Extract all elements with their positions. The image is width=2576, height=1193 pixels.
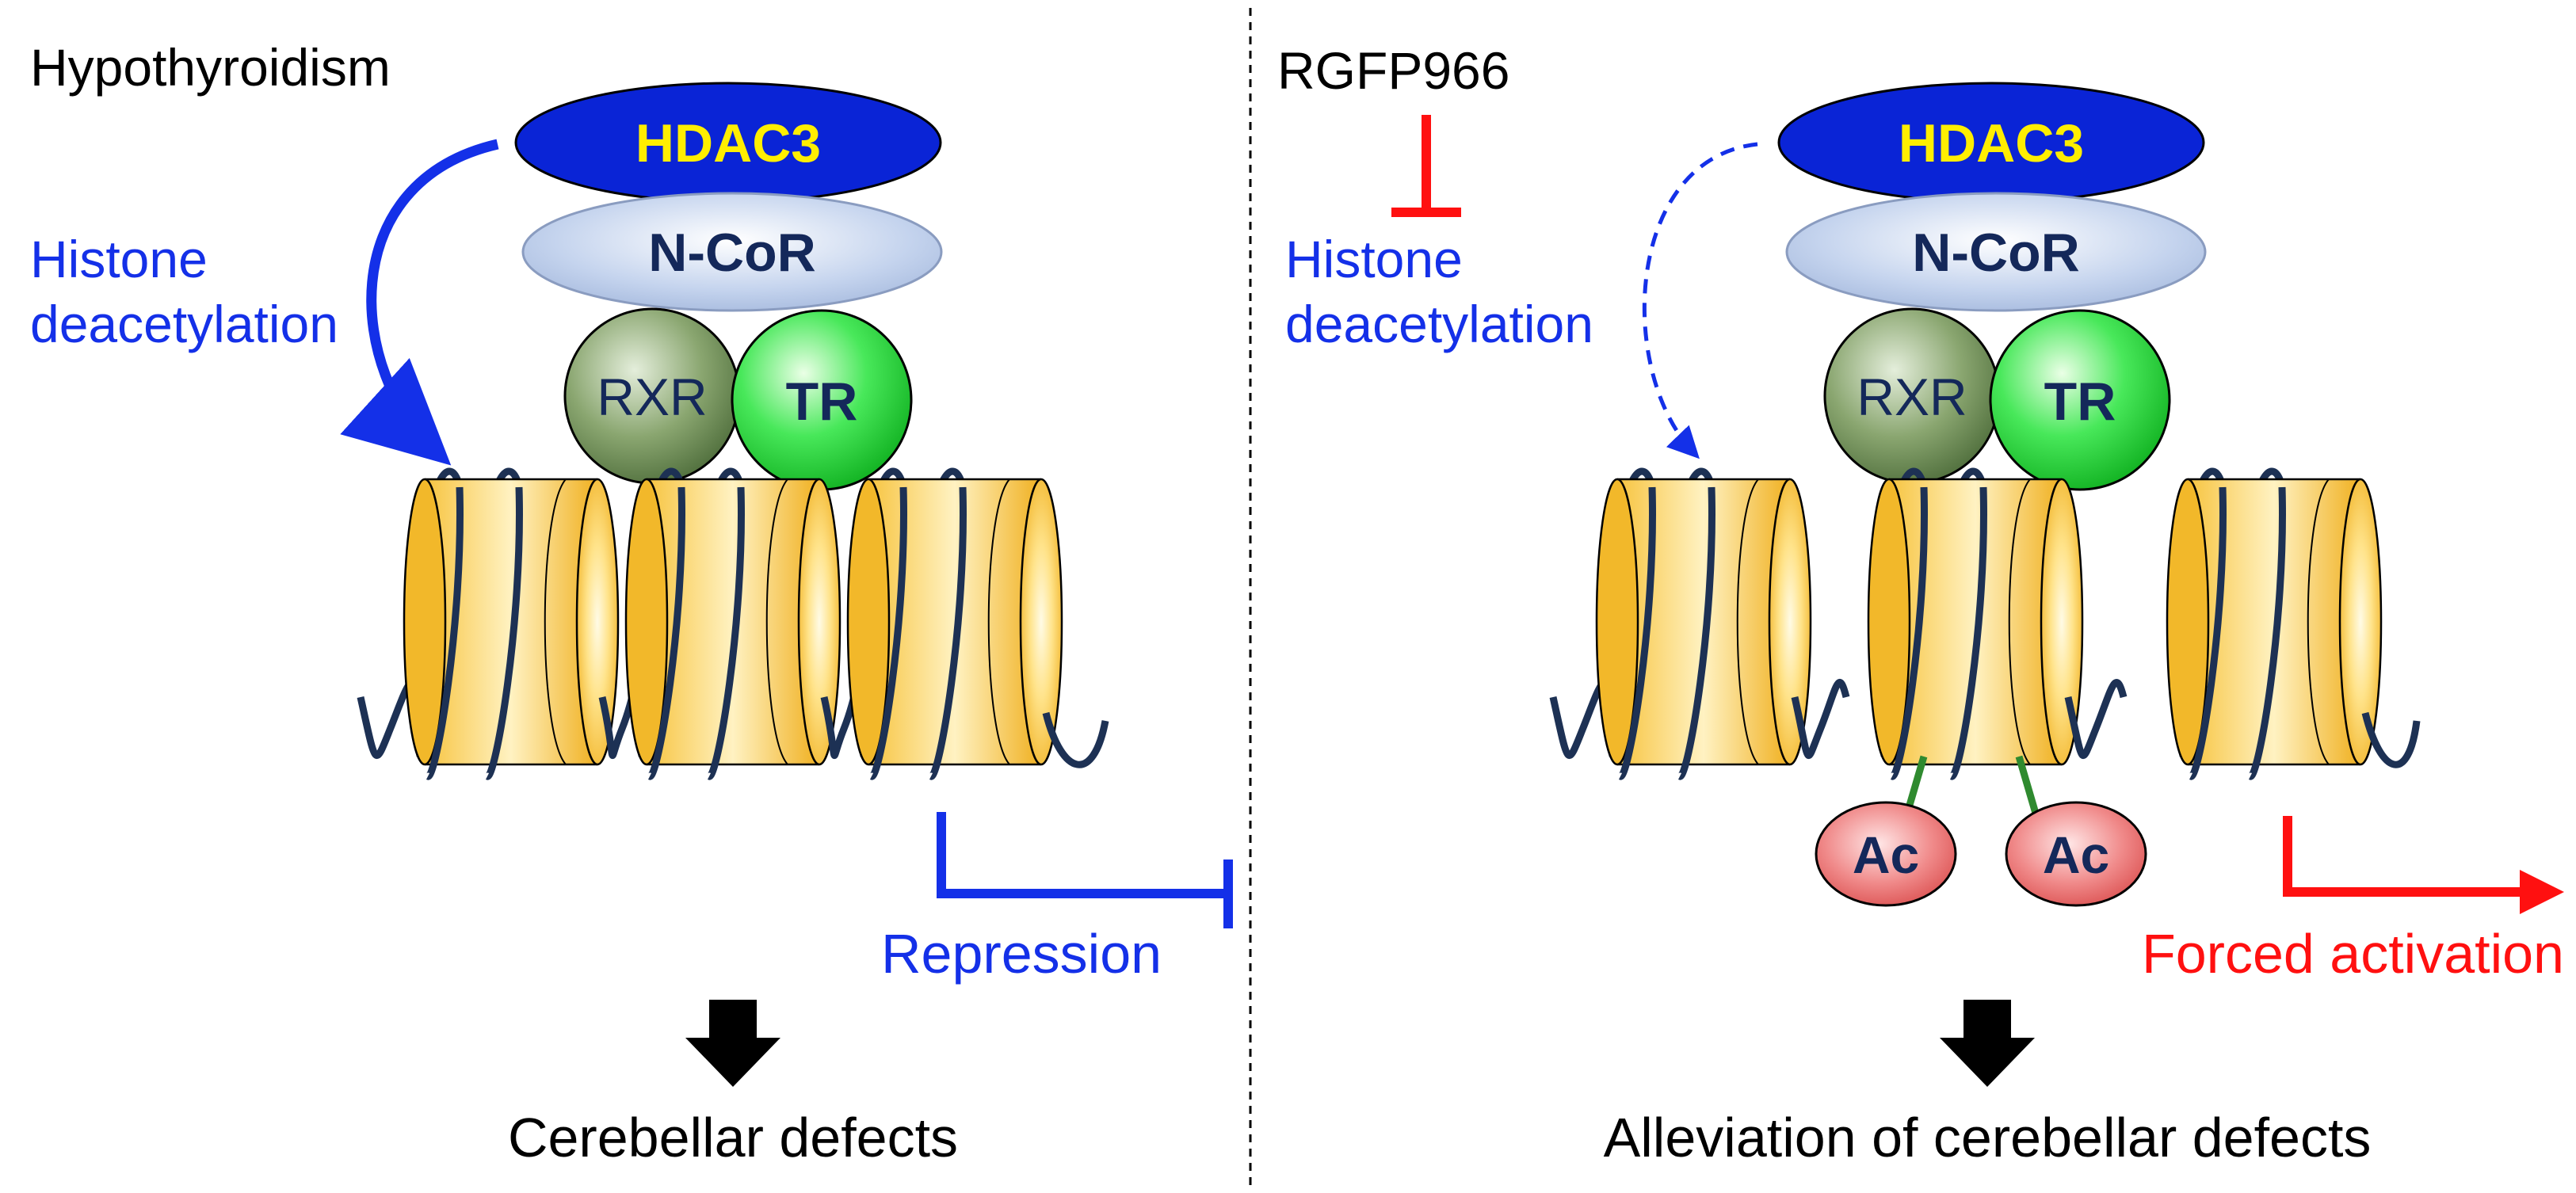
nucleosome bbox=[2166, 467, 2383, 780]
right-ncor-ellipse bbox=[1785, 192, 2207, 312]
dna-linker bbox=[2361, 711, 2421, 768]
dna-linker bbox=[1791, 678, 1850, 759]
repression-symbol bbox=[937, 812, 1228, 898]
activation-arrowhead bbox=[2520, 870, 2564, 914]
nucleosome bbox=[624, 467, 841, 780]
left-outcome-label: Cerebellar defects bbox=[508, 1107, 958, 1168]
activation-arrow bbox=[2283, 816, 2528, 897]
right-tr-label: TR bbox=[2044, 372, 2116, 432]
left-rxr-label: RXR bbox=[597, 368, 707, 426]
right-histone-label: Histone bbox=[1285, 230, 1463, 288]
right-panel: RGFP966 Histone deacetylation HDAC3 N-Co… bbox=[1277, 41, 2564, 1168]
dna-linker bbox=[2064, 678, 2128, 759]
left-tr-label: TR bbox=[786, 372, 858, 432]
right-tr-circle bbox=[1989, 309, 2171, 491]
right-rxr-label: RXR bbox=[1857, 368, 1967, 426]
acetyl-label-2: Ac bbox=[2043, 825, 2109, 884]
acetyl-label-1: Ac bbox=[1853, 825, 1919, 884]
left-deacetylation-arrow bbox=[340, 139, 499, 466]
nucleosome bbox=[403, 467, 620, 780]
left-deacetylation-label: deacetylation bbox=[30, 295, 338, 353]
left-nucleosome-array bbox=[357, 467, 1109, 780]
acetyl-link-2 bbox=[2015, 755, 2040, 818]
nucleosome bbox=[1595, 467, 1812, 780]
forced-activation-label: Forced activation bbox=[2142, 923, 2564, 985]
left-hdac3-label: HDAC3 bbox=[635, 113, 821, 173]
left-ncor-label: N-CoR bbox=[648, 223, 816, 283]
dna-linker bbox=[1042, 711, 1109, 768]
acetyl-group-1 bbox=[1815, 801, 1957, 907]
nucleosome bbox=[846, 467, 1063, 780]
right-deacetylation-label: deacetylation bbox=[1285, 295, 1593, 353]
left-histone-label: Histone bbox=[30, 230, 208, 288]
left-down-arrow bbox=[685, 1000, 780, 1087]
right-nucleosome-array bbox=[1549, 467, 2421, 780]
right-outcome-label: Alleviation of cerebellar defects bbox=[1604, 1107, 2372, 1168]
right-down-arrow bbox=[1940, 1000, 2035, 1087]
right-hdac3-label: HDAC3 bbox=[1899, 113, 2084, 173]
repression-label: Repression bbox=[881, 923, 1162, 985]
acetyl-group-2 bbox=[2005, 801, 2147, 907]
left-panel: Hypothyroidism Histone deacetylation HDA… bbox=[30, 38, 1233, 1168]
right-deacetylation-arrow-dashed bbox=[1642, 142, 1758, 459]
left-ncor-ellipse bbox=[521, 192, 943, 312]
right-ncor-label: N-CoR bbox=[1912, 223, 2080, 283]
hypothyroidism-label: Hypothyroidism bbox=[30, 38, 391, 97]
rgfp966-label: RGFP966 bbox=[1277, 41, 1509, 100]
nucleosome bbox=[1867, 467, 2084, 780]
